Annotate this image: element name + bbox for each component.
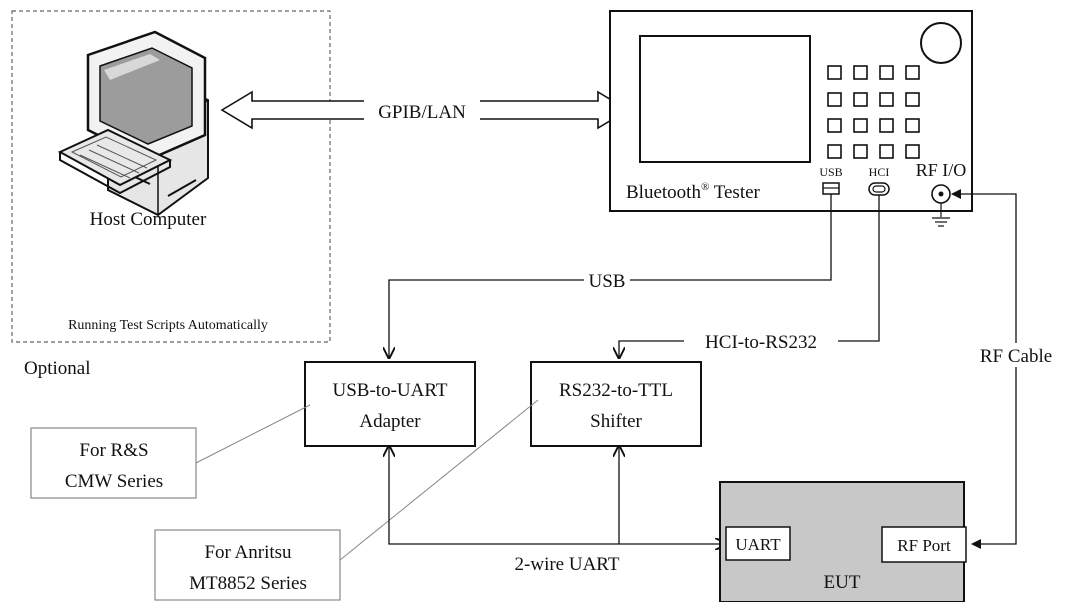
tester-screen [639, 35, 811, 163]
tester-label: Bluetooth® Tester [626, 181, 761, 203]
gpib-lan-link [220, 90, 630, 130]
anritsu-mt8852-note-box [154, 529, 341, 601]
eut-uart-port [725, 526, 791, 561]
computer-icon [57, 30, 209, 217]
usb-port-icon [822, 182, 840, 195]
anritsu-note-line2: MT8852 Series [189, 573, 307, 594]
eut-label: EUT [824, 572, 861, 593]
rs-note-line2: CMW Series [65, 471, 163, 492]
rs232-ttl-shifter-line2: Shifter [590, 411, 642, 432]
hci-port-icon [868, 182, 890, 196]
optional-host-area [11, 10, 331, 343]
rs232-ttl-shifter-box [530, 361, 702, 447]
hci-port-label: HCI [869, 165, 890, 179]
usb-uart-adapter-line2: Adapter [359, 411, 421, 432]
rf-connector-icon [931, 184, 951, 217]
rf-io-label: RF I/O [916, 160, 967, 180]
eut-rf-port-label: RF Port [897, 536, 951, 555]
anritsu-note-line1: For Anritsu [204, 542, 292, 563]
uart-link-adapter [389, 446, 726, 544]
rs-cmw-note-box [30, 427, 197, 499]
host-caption: Running Test Scripts Automatically [68, 318, 268, 333]
usb-uart-adapter-line1: USB-to-UART [333, 380, 448, 401]
rf-cable-link [951, 189, 1017, 549]
eut-uart-label: UART [735, 535, 781, 554]
usb-link-label: USB [589, 271, 626, 292]
ground-icon [932, 217, 950, 227]
bluetooth-tester [609, 10, 973, 212]
tester-knob [920, 22, 962, 64]
usb-port-label: USB [819, 165, 842, 179]
uart-link-label: 2-wire UART [515, 554, 620, 575]
rs232-ttl-shifter-line1: RS232-to-TTL [559, 380, 673, 401]
rs-note-line1: For R&S [79, 440, 148, 461]
hci-rs232-label: HCI-to-RS232 [705, 332, 817, 353]
gpib-lan-label: GPIB/LAN [378, 102, 466, 123]
rf-cable-label: RF Cable [980, 346, 1052, 367]
host-computer-label: Host Computer [90, 209, 207, 230]
eut-rf-port [881, 526, 967, 563]
rs-note-connector [195, 404, 311, 464]
usb-uart-adapter-box [304, 361, 476, 447]
optional-label: Optional [24, 358, 91, 379]
tester-keypad [827, 65, 920, 159]
